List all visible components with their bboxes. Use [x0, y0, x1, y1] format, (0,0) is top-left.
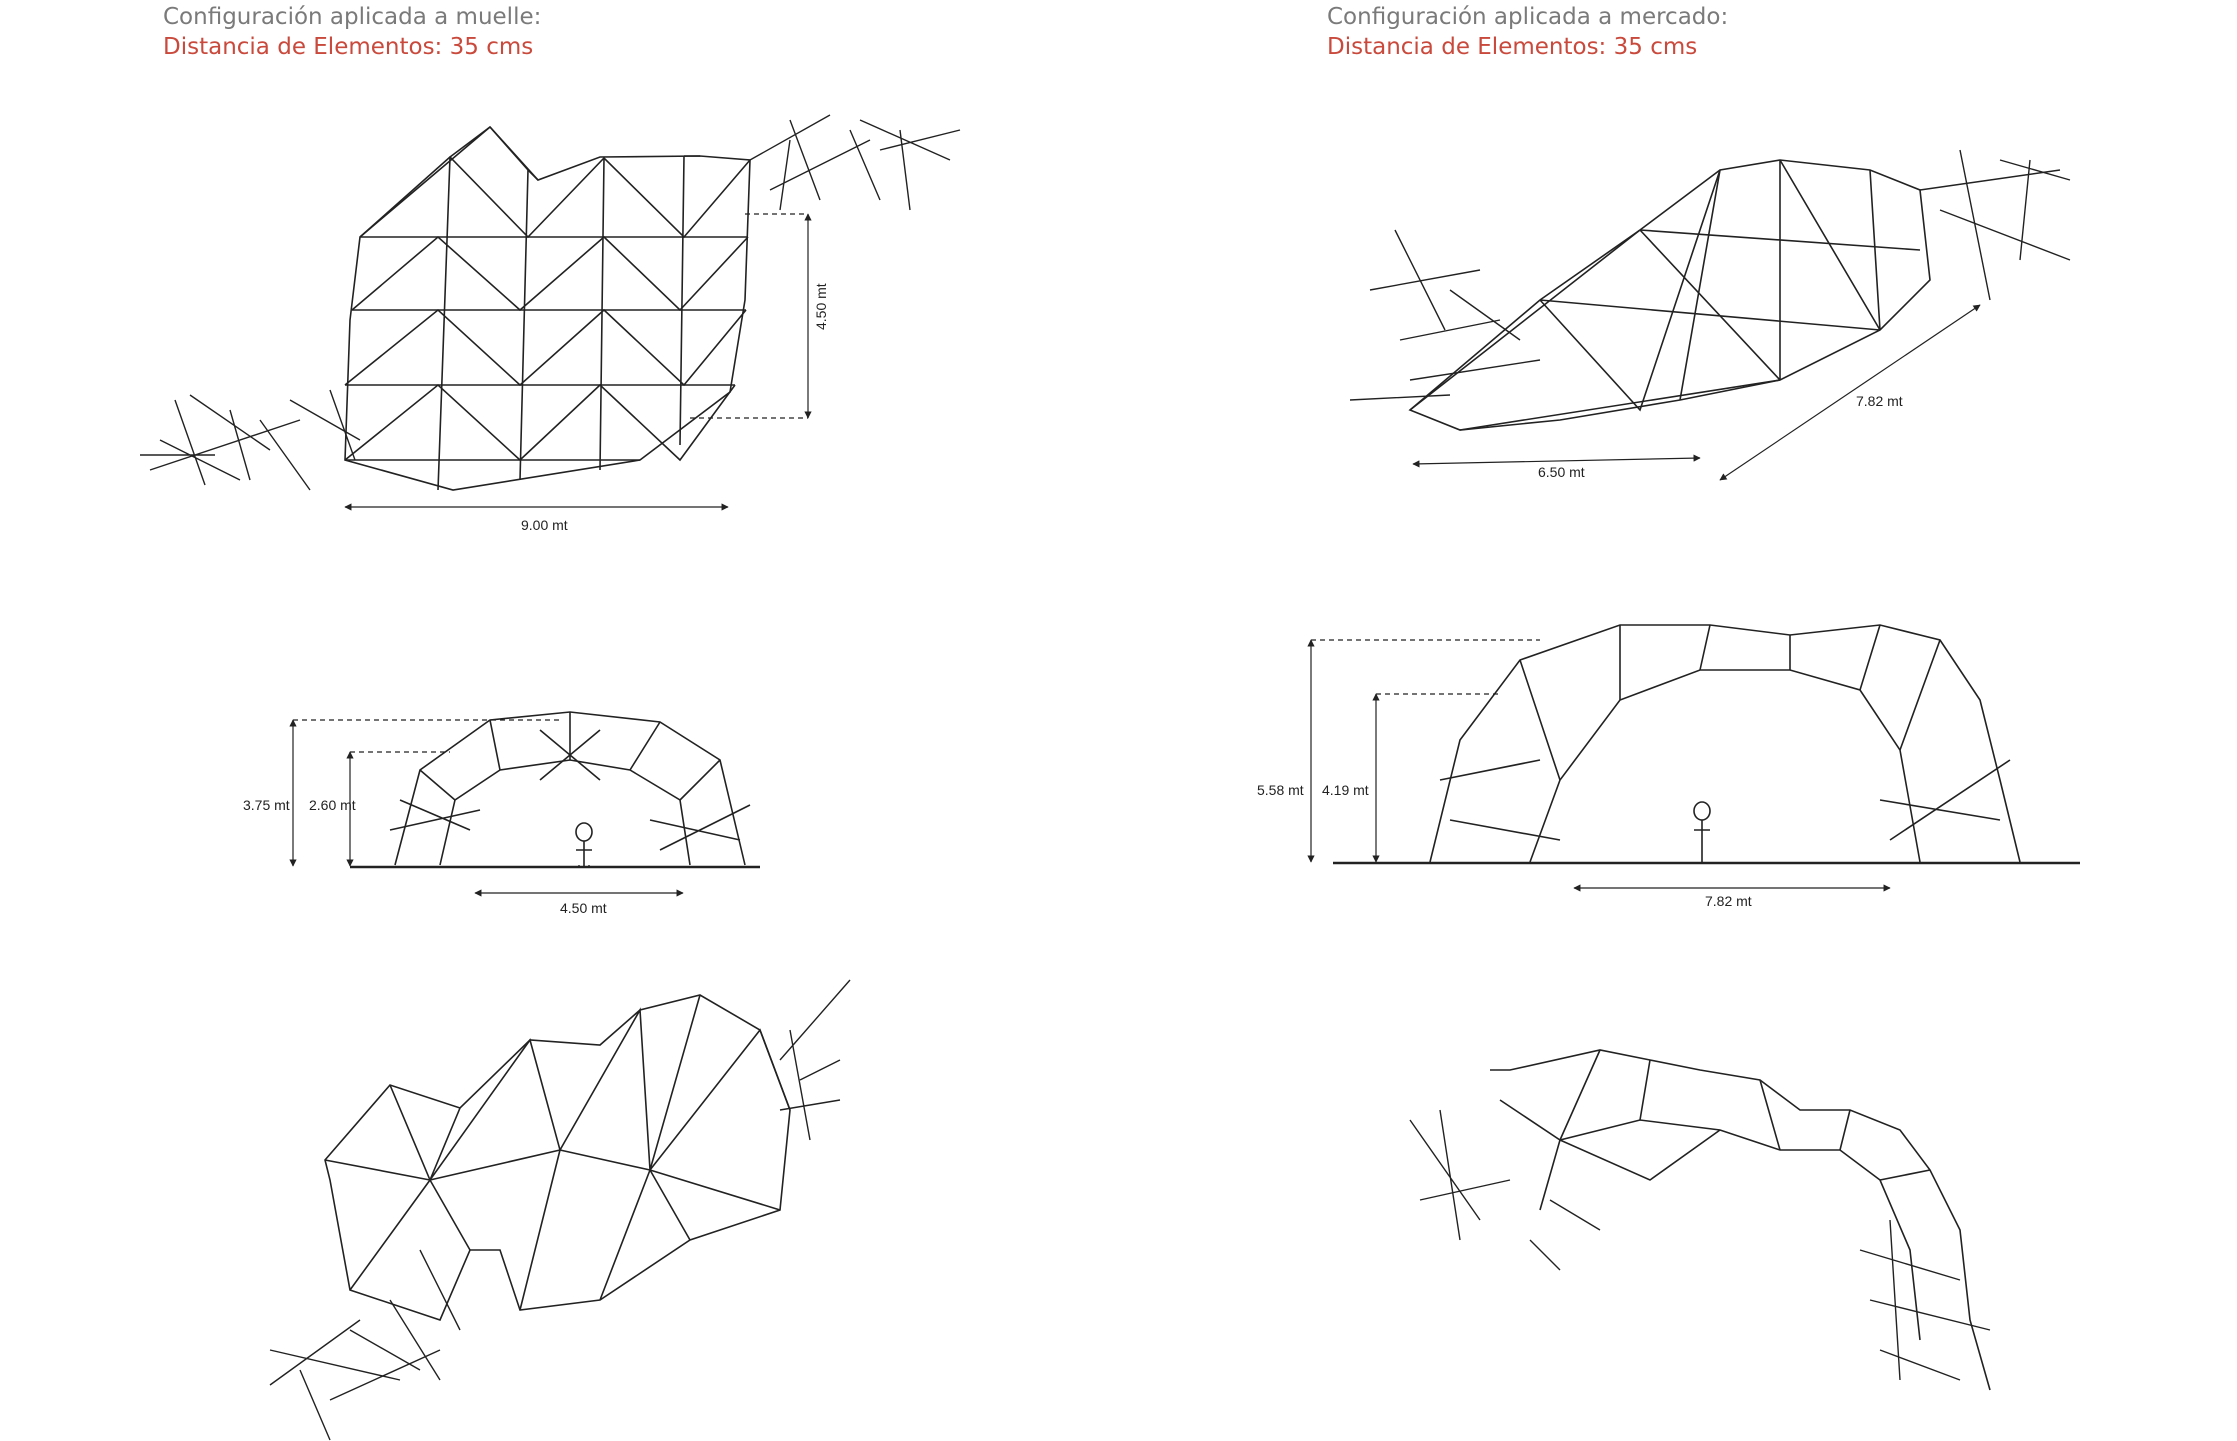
right-title: Configuración aplicada a mercado: — [1327, 4, 1729, 30]
right-elevation — [1333, 624, 2080, 865]
left-perspective-mesh — [324, 994, 791, 1321]
left-subtitle: Distancia de Elementos: 35 cms — [163, 34, 534, 60]
left-elev-height-total-label: 3.75 mt — [243, 797, 290, 813]
left-perspective-sticks — [269, 979, 851, 1441]
right-elev-span-label: 7.82 mt — [1705, 893, 1752, 909]
right-plan-diagonal-label: 7.82 mt — [1856, 393, 1903, 409]
left-elevation — [350, 711, 760, 869]
left-plan-sticks — [140, 114, 961, 491]
right-plan-width-label: 6.50 mt — [1538, 464, 1585, 480]
right-plan-mesh — [1408, 159, 1931, 431]
left-elev-height-inner-label: 2.60 mt — [309, 797, 356, 813]
left-plan-width-label: 9.00 mt — [521, 517, 568, 533]
left-elevation-dimension-lines — [289, 719, 684, 897]
left-plan-mesh — [344, 125, 751, 491]
left-plan-dimension-lines — [344, 213, 812, 511]
right-perspective-sticks — [1409, 1109, 1991, 1381]
right-heading: Configuración aplicada a mercado: Distan… — [1327, 2, 1728, 62]
right-elev-height-total-label: 5.58 mt — [1257, 782, 1304, 798]
left-elev-span-label: 4.50 mt — [560, 900, 607, 916]
left-title: Configuración aplicada a muelle: — [163, 4, 542, 30]
right-elevation-dimension-lines — [1307, 639, 1891, 892]
left-plan-height-label: 4.50 mt — [813, 283, 829, 330]
right-elev-height-inner-label: 4.19 mt — [1322, 782, 1369, 798]
right-plan-dimension-lines — [1412, 304, 1981, 481]
right-perspective-mesh — [1490, 1049, 1991, 1391]
left-heading: Configuración aplicada a muelle: Distanc… — [163, 2, 541, 62]
right-plan-sticks — [1349, 149, 2071, 401]
right-subtitle: Distancia de Elementos: 35 cms — [1327, 34, 1698, 60]
